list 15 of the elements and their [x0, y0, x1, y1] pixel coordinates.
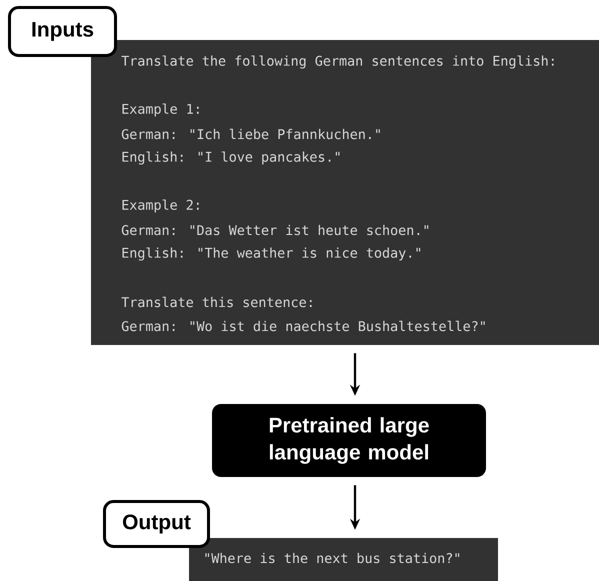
- code-line: Example 1:: [122, 103, 199, 117]
- code-line: Translate this sentence:: [122, 296, 312, 308]
- code-line: "Where is the next bus station?": [205, 552, 460, 564]
- label-tag: Inputs: [8, 6, 117, 57]
- code-line: English: "The weather is nice today.": [122, 247, 420, 261]
- model-box: Pretrained large language model: [212, 404, 486, 477]
- code-line: Translate the following German sentences into English:: [122, 55, 554, 69]
- code-line: German: "Ich liebe Pfannkuchen.": [122, 128, 380, 140]
- code-line: English: "I love pancakes.": [122, 151, 340, 165]
- code-panel: [91, 40, 599, 345]
- label-tag: Output: [103, 500, 210, 548]
- code-panel: [189, 538, 498, 581]
- code-line: Example 2:: [122, 199, 199, 213]
- code-line: German: "Das Wetter ist heute schoen.": [122, 224, 428, 236]
- code-line: German: "Wo ist die naechste Bushaltestelle?": [122, 320, 485, 332]
